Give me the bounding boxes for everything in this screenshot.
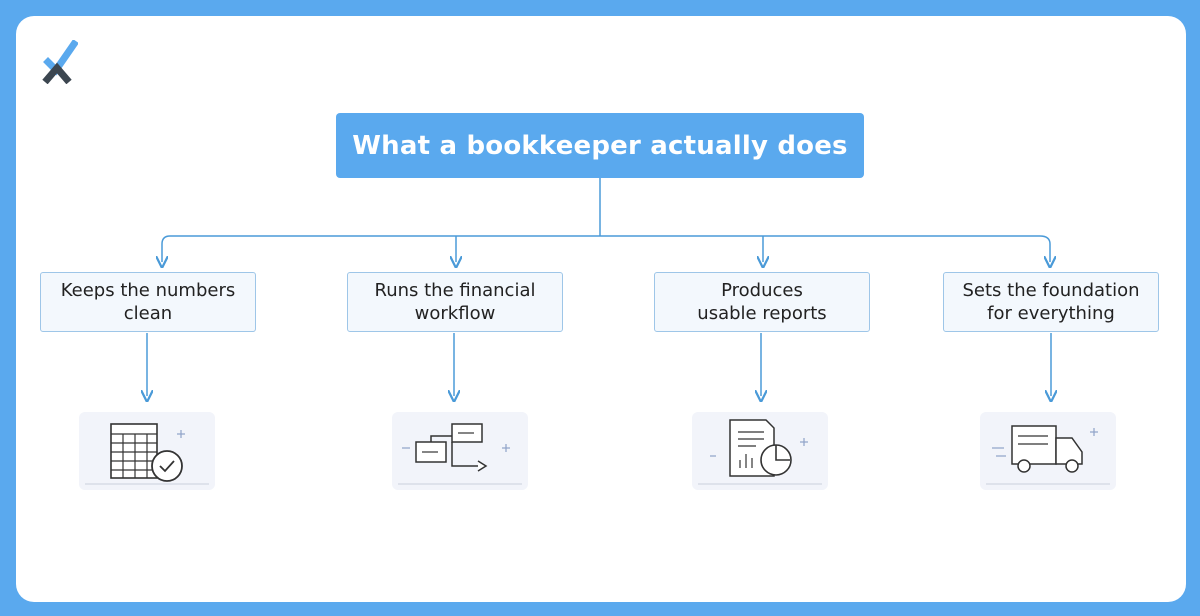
delivery-truck-icon bbox=[980, 412, 1116, 490]
node-label: Produces usable reports bbox=[697, 280, 827, 324]
diagram-title: What a bookkeeper actually does bbox=[336, 113, 864, 178]
node-runs-financial-workflow: Runs the financial workflow bbox=[347, 272, 563, 332]
node-sets-foundation: Sets the foundation for everything bbox=[943, 272, 1159, 332]
spreadsheet-check-icon bbox=[79, 412, 215, 490]
node-label: Keeps the numbers clean bbox=[60, 280, 236, 324]
node-produces-usable-reports: Produces usable reports bbox=[654, 272, 870, 332]
node-label: Sets the foundation for everything bbox=[962, 280, 1140, 324]
node-keeps-numbers-clean: Keeps the numbers clean bbox=[40, 272, 256, 332]
node-label: Runs the financial workflow bbox=[374, 280, 536, 324]
brand-logo-icon bbox=[42, 40, 78, 84]
report-chart-icon bbox=[692, 412, 828, 490]
workflow-flowchart-icon bbox=[392, 412, 528, 490]
